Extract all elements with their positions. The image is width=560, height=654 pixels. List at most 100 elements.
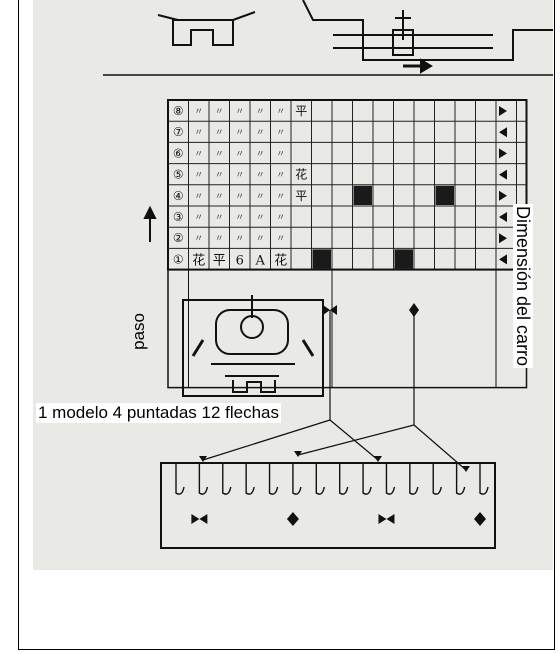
- pattern-caption: 1 modelo 4 puntadas 12 flechas: [36, 403, 282, 423]
- pattern-grid: ⑧⑦⑥⑤④③②①〃〃〃〃〃〃〃〃〃〃〃〃〃〃〃〃〃〃〃〃〃〃〃〃〃〃〃〃〃〃〃〃…: [167, 99, 528, 389]
- needle: [479, 463, 489, 495]
- needle-bed-frame: [160, 462, 496, 549]
- needle: [315, 463, 325, 495]
- cell-tick: 〃: [235, 192, 244, 202]
- needle: [409, 463, 419, 495]
- filled-cell: [312, 249, 331, 269]
- bottom-row-cell: 6: [236, 253, 244, 268]
- cell-tick: 〃: [276, 234, 285, 244]
- filled-cell: [353, 185, 372, 205]
- filled-cell: [435, 185, 454, 205]
- cell-tick: 〃: [215, 234, 224, 244]
- connector-arrowhead: [374, 456, 382, 462]
- cell-tick: 〃: [235, 107, 244, 117]
- direction-arrow: [499, 148, 507, 159]
- cell-tick: 〃: [276, 128, 285, 138]
- direction-arrow: [499, 212, 507, 222]
- needle: [245, 463, 255, 495]
- row-number-label: ⑦: [173, 125, 184, 139]
- carriage-illustration: [182, 295, 324, 397]
- bowtie-marker-top: [323, 305, 337, 315]
- grid-mark: 花: [295, 167, 307, 182]
- bowtie-marker: [378, 514, 395, 524]
- cell-tick: 〃: [194, 192, 203, 202]
- direction-arrow: [499, 169, 507, 180]
- cell-tick: 〃: [256, 192, 265, 202]
- bottom-row-cell: 平: [213, 253, 226, 268]
- row-number-label: ⑤: [173, 168, 184, 182]
- needle: [222, 463, 232, 495]
- cell-tick: 〃: [276, 213, 285, 223]
- needle-bed: [160, 451, 496, 549]
- page-frame: [18, 0, 555, 650]
- row-number-label: ①: [173, 252, 184, 266]
- needle: [175, 463, 185, 495]
- grid-lower-block: [167, 268, 528, 389]
- cell-tick: 〃: [194, 213, 203, 223]
- bottom-row-cell: 花: [274, 252, 287, 268]
- row-number-label: ③: [173, 210, 184, 224]
- connector-arrowhead: [462, 466, 470, 472]
- filled-cell: [394, 249, 413, 269]
- cell-tick: 〃: [215, 128, 224, 138]
- bowtie-marker: [191, 514, 208, 524]
- needle: [268, 463, 279, 495]
- cell-tick: 〃: [276, 107, 285, 117]
- row-number-label: ⑥: [173, 146, 184, 160]
- carriage-dimension-label: Dimensión del carro: [513, 204, 533, 369]
- connector-arrowhead: [199, 456, 207, 462]
- cell-tick: 〃: [194, 149, 203, 159]
- diamond-marker-top: [409, 303, 419, 317]
- connector-lines: [202, 310, 467, 471]
- needle: [198, 463, 209, 495]
- direction-arrow: [499, 233, 507, 244]
- cell-tick: 〃: [256, 149, 265, 159]
- cell-tick: 〃: [256, 171, 265, 181]
- cell-tick: 〃: [235, 149, 244, 159]
- cell-tick: 〃: [194, 128, 203, 138]
- cell-tick: 〃: [235, 213, 244, 223]
- row-number-label: ④: [173, 189, 184, 203]
- needle: [455, 463, 466, 495]
- connector-arrowhead: [294, 451, 302, 457]
- grid-mark: 平: [295, 104, 307, 118]
- grid-mark: 平: [295, 189, 307, 203]
- direction-arrow: [499, 190, 507, 201]
- top-carriage-illustration: [103, 0, 553, 76]
- cell-tick: 〃: [215, 213, 224, 223]
- cell-tick: 〃: [276, 149, 285, 159]
- up-arrow: [143, 205, 157, 242]
- diamond-marker: [474, 512, 486, 526]
- step-label: paso: [129, 313, 148, 350]
- cell-tick: 〃: [276, 192, 285, 202]
- direction-arrow: [499, 254, 507, 265]
- cell-tick: 〃: [215, 192, 224, 202]
- cell-tick: 〃: [215, 171, 224, 181]
- knitting-diagram: ⑧⑦⑥⑤④③②①〃〃〃〃〃〃〃〃〃〃〃〃〃〃〃〃〃〃〃〃〃〃〃〃〃〃〃〃〃〃〃〃…: [103, 0, 553, 549]
- direction-arrow: [499, 106, 507, 116]
- cell-tick: 〃: [194, 171, 203, 181]
- cell-tick: 〃: [256, 128, 265, 138]
- cell-tick: 〃: [256, 234, 265, 244]
- needle: [362, 463, 372, 495]
- needle: [385, 463, 396, 495]
- needle: [292, 463, 302, 495]
- cell-tick: 〃: [194, 107, 203, 117]
- cell-tick: 〃: [215, 107, 224, 117]
- cell-tick: 〃: [235, 171, 244, 181]
- cell-tick: 〃: [194, 234, 203, 244]
- cell-tick: 〃: [235, 234, 244, 244]
- row-number-label: ②: [173, 231, 184, 245]
- cell-tick: 〃: [215, 149, 224, 159]
- needle: [338, 463, 349, 495]
- direction-arrow: [499, 127, 507, 138]
- diamond-marker: [286, 512, 299, 526]
- cell-tick: 〃: [235, 128, 244, 138]
- needle: [432, 463, 442, 495]
- cell-tick: 〃: [276, 171, 285, 181]
- bottom-row-cell: A: [255, 253, 266, 268]
- row-number-label: ⑧: [173, 104, 184, 118]
- bottom-row-cell: 花: [192, 252, 205, 268]
- cell-tick: 〃: [256, 107, 265, 117]
